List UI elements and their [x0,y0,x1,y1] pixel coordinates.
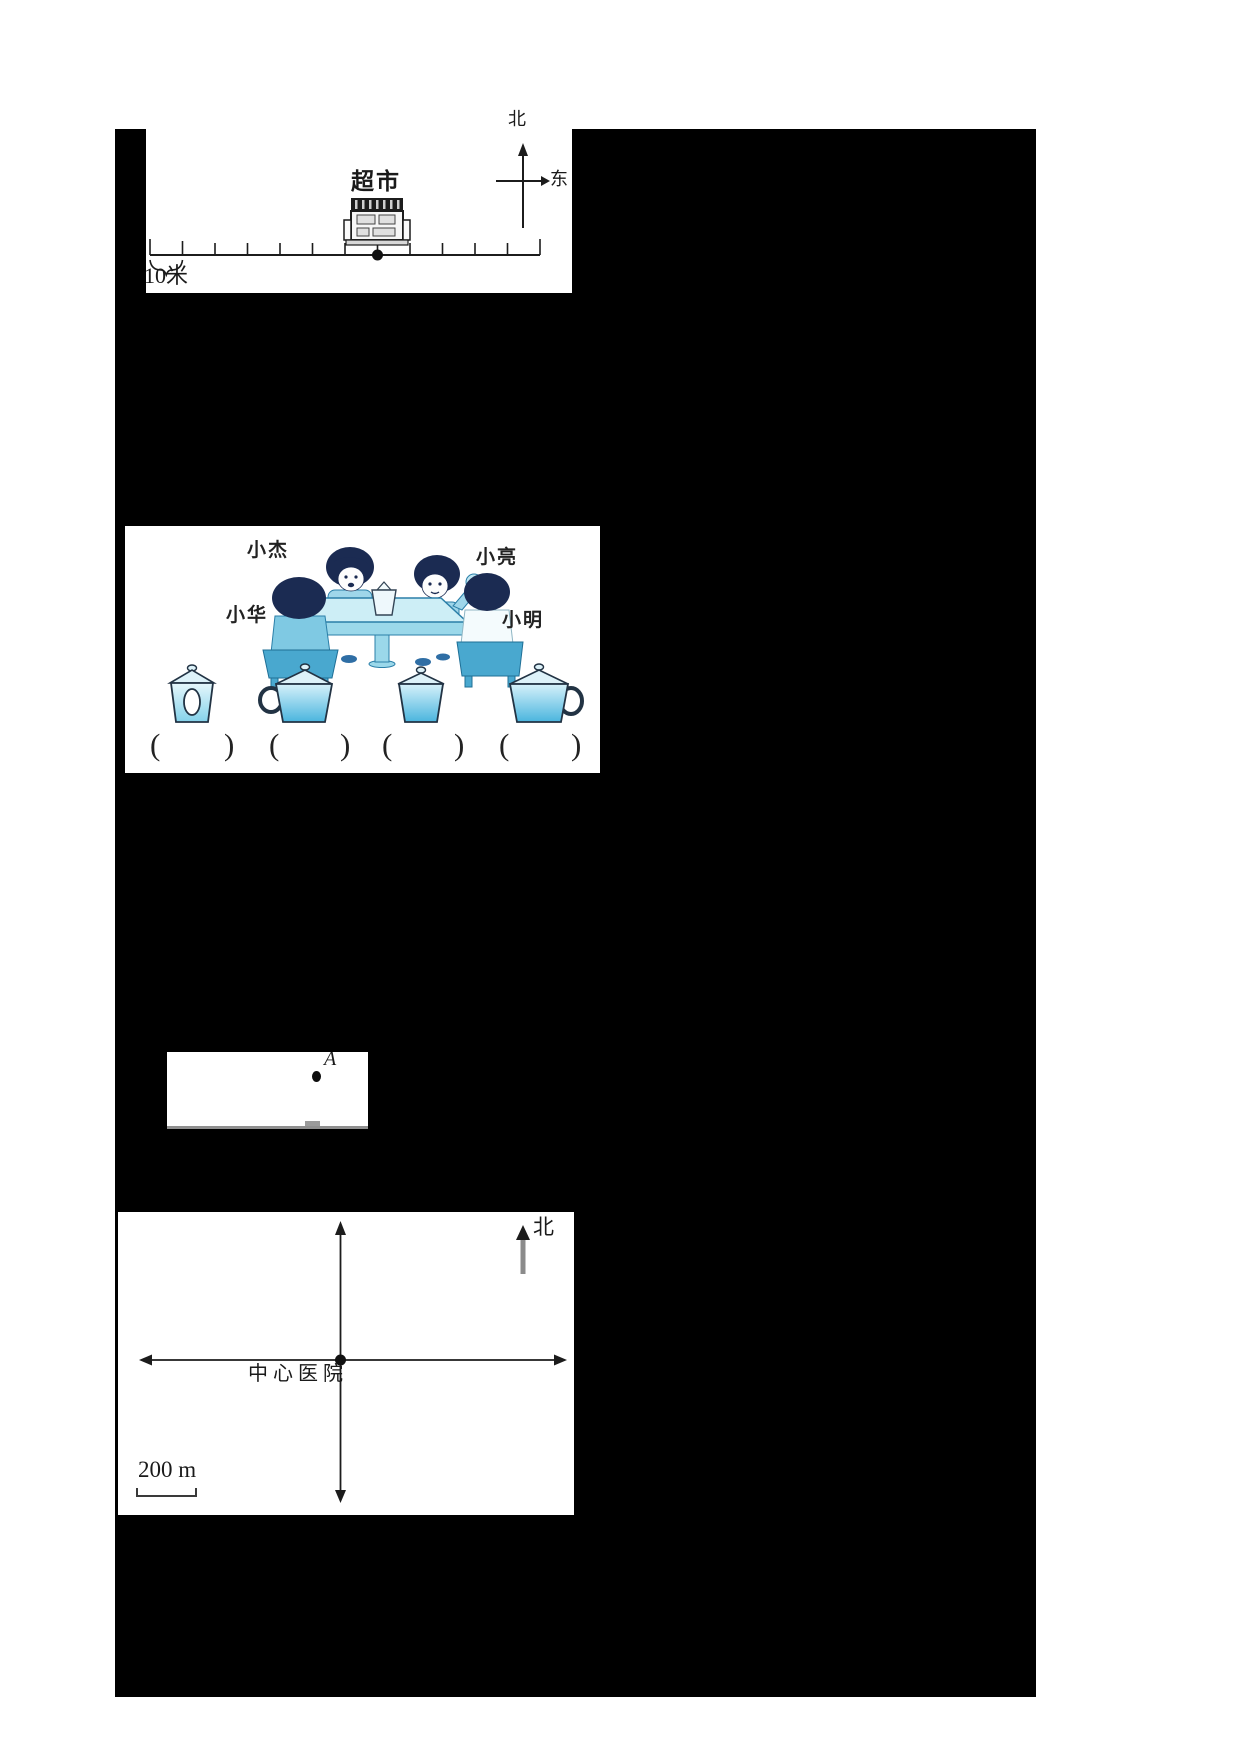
supermarket-icon [343,198,411,246]
child-front-left [262,577,339,690]
shoe [436,653,450,661]
answer-blank-1-open: ( [150,727,161,762]
answer-blank-2-open: ( [269,727,280,762]
hospital-label: 中心医院 [248,1363,348,1385]
cup-3 [397,666,445,723]
panel-children-cups: 小杰 小亮 小华 小明 ( ) ( ) ( ) ( ) [125,526,600,773]
map-scale-label: 200 m [138,1457,197,1482]
panel-hospital-map: 北 中心医院 200 m [118,1212,574,1515]
scale-bar [136,1488,197,1497]
shoe [341,655,357,663]
point-a-dot [312,1071,321,1082]
numberline-figure [149,143,550,278]
cup-2 [258,663,334,723]
name-label-xiaohua: 小华 [226,605,269,626]
answer-blank-3-close: ) [454,727,465,762]
answer-blank-4-open: ( [499,727,510,762]
name-label-xiaojie: 小杰 [247,540,290,561]
cup-4 [508,663,584,723]
north-arrow-icon [516,1225,530,1274]
compass-north-label: 北 [508,109,526,129]
answer-blank-1-close: ) [224,727,235,762]
compass-east-label: 东 [550,169,568,189]
panel-point-a: A [167,1048,368,1129]
name-label-xiaoliang: 小亮 [476,547,519,568]
store-label: 超市 [351,169,401,194]
answer-blank-4-close: ) [571,727,582,762]
edge-notch [305,1121,320,1126]
numberline-scale-label: 10米 [144,263,189,288]
point-a-label: A [324,1048,337,1070]
children-cups-figure [167,547,584,723]
answer-blank-2-close: ) [340,727,351,762]
panel-supermarket-numberline: 超市 10米 北 东 [144,110,572,293]
hospital-dot [335,1354,346,1366]
child-front-right [456,573,524,688]
cup-1 [167,664,217,723]
map-north-label: 北 [533,1215,554,1239]
shoe [415,658,431,666]
name-label-xiaoming: 小明 [502,610,545,631]
scale-brace [149,259,184,278]
numberline-dot [372,249,383,261]
cup-on-table [371,581,397,616]
hospital-map-figure [136,1221,567,1503]
answer-blank-3-open: ( [382,727,393,762]
compass-icon [496,154,541,228]
